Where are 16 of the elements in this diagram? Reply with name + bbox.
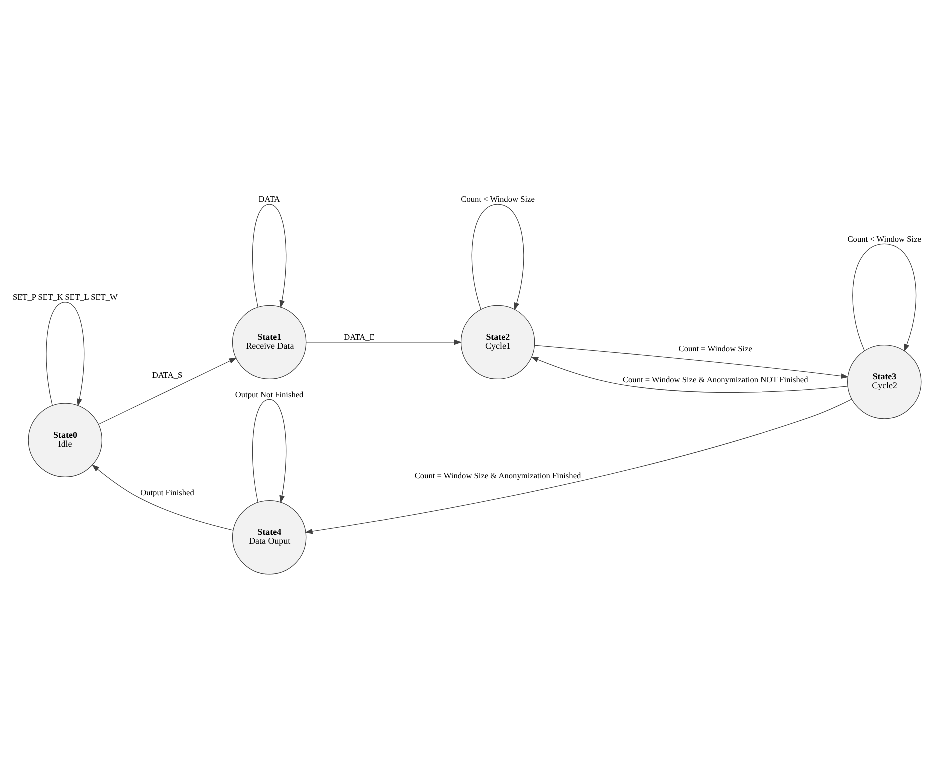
node-circle: State2 Cycle1 <box>460 304 536 380</box>
arrow <box>530 356 848 392</box>
node-circle: State0 Idle <box>28 402 103 477</box>
arrow <box>306 339 462 345</box>
arrow <box>92 464 234 530</box>
arrow <box>472 204 524 310</box>
arrow <box>46 302 85 406</box>
arrow <box>305 398 852 534</box>
node-circle: State4 Data Ouput <box>232 500 307 574</box>
node-circle: State3 Cycle2 <box>847 344 922 419</box>
arrow <box>534 344 849 378</box>
arrow <box>98 357 238 424</box>
arrow <box>852 243 917 352</box>
node-circle: State1 Receive Data <box>232 304 307 380</box>
arrow <box>252 204 287 308</box>
arrow <box>252 398 287 503</box>
